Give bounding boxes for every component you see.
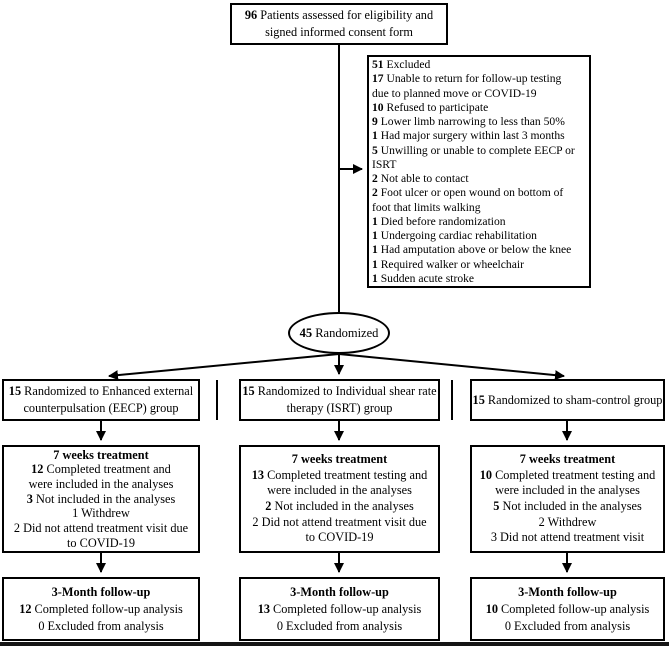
- text-line: 1 Required walker or wheelchair: [372, 257, 524, 271]
- text-line: counterpulsation (EECP) group: [23, 401, 179, 415]
- text-line: 2 Did not attend treatment visit due: [13, 521, 189, 536]
- text-line: 2 Not able to contact: [372, 172, 469, 185]
- text-line: 2 Withdrew: [538, 514, 597, 529]
- text-line: 0 Excluded from analysis: [504, 618, 631, 633]
- text-line: 5 Unwilling or unable to complete EECP o…: [372, 143, 575, 157]
- text-line: 2 Not included in the analyses: [265, 499, 414, 513]
- text-line: 10 Completed follow-up analysis: [485, 601, 650, 616]
- text-line: to COVID-19: [67, 535, 135, 550]
- text-line: therapy (ISRT) group: [286, 401, 393, 415]
- group-isrt-box: 15 Randomized to Individual shear rate th…: [239, 379, 440, 421]
- text-line: due to planned move or COVID-19: [372, 86, 537, 100]
- text-line: 3-Month follow-up: [518, 584, 617, 599]
- text-line: 3-Month follow-up: [290, 584, 389, 599]
- text-line: 1 Withdrew: [72, 506, 130, 521]
- text-line: 96 Patients assessed for eligibility and: [244, 7, 434, 22]
- text-line: 13 Completed treatment testing and: [251, 467, 428, 482]
- text-line: 45 Randomized: [299, 325, 379, 340]
- text-line: 3 Did not attend treatment visit: [490, 530, 645, 545]
- text-line: 2 Did not attend treatment visit due: [252, 514, 427, 529]
- followup-eecp-box: 3-Month follow-up 12 Completed follow-up …: [2, 577, 200, 641]
- text-line: 1 Had amputation above or below the knee: [372, 243, 572, 257]
- text-line: 7 weeks treatment: [291, 452, 388, 467]
- text-line: 0 Excluded from analysis: [38, 618, 164, 633]
- text-line: 51 Excluded: [372, 58, 431, 71]
- text-line: 10 Completed treatment testing and: [479, 467, 656, 482]
- branch-left-arrow: [108, 353, 340, 381]
- assessed-box: 96 Patients assessed for eligibility and…: [230, 3, 448, 45]
- text-line: 7 weeks treatment: [53, 447, 149, 462]
- text-line: were included in the analyses: [495, 483, 640, 498]
- text-line: 1 Died before randomization: [372, 214, 506, 228]
- text-line: 3-Month follow-up: [51, 584, 151, 599]
- text-line: 12 Completed follow-up analysis: [19, 601, 183, 616]
- text-line: 0 Excluded from analysis: [276, 618, 403, 633]
- randomized-ellipse: 45 Randomized: [288, 312, 390, 354]
- group-sham-box: 15 Randomized to sham-control group: [470, 379, 665, 421]
- text-line: 10 Refused to participate: [372, 100, 489, 114]
- text-line: signed informed consent form: [265, 25, 413, 39]
- text-line: 5 Not included in the analyses: [493, 499, 642, 513]
- text-line: 1 Had major surgery within last 3 months: [372, 129, 565, 143]
- text-line: to COVID-19: [305, 530, 374, 545]
- branch-right-arrow: [338, 353, 565, 381]
- text-line: 1 Sudden acute stroke: [372, 271, 475, 285]
- text-line: 7 weeks treatment: [519, 452, 616, 467]
- text-line: 15 Randomized to sham-control group: [472, 392, 663, 407]
- bottom-edge-bar: [0, 642, 669, 646]
- text-line: 15 Randomized to Individual shear rate: [242, 384, 437, 398]
- text-line: were included in the analyses: [267, 483, 412, 498]
- text-line: foot that limits walking: [372, 200, 481, 214]
- text-line: were included in the analyses: [28, 476, 174, 491]
- group-eecp-box: 15 Randomized to Enhanced external counte…: [2, 379, 200, 421]
- text-line: 9 Lower limb narrowing to less than 50%: [372, 115, 565, 128]
- text-line: 15 Randomized to Enhanced external: [8, 384, 194, 398]
- text-line: ISRT: [372, 157, 397, 171]
- text-line: 13 Completed follow-up analysis: [257, 601, 422, 616]
- text-line: 2 Foot ulcer or open wound on bottom of: [372, 186, 564, 200]
- followup-isrt-box: 3-Month follow-up 13 Completed follow-up …: [239, 577, 440, 641]
- text-line: 1 Undergoing cardiac rehabilitation: [372, 229, 537, 242]
- text-line: 3 Not included in the analyses: [26, 491, 176, 506]
- text-line: 17 Unable to return for follow-up testin…: [372, 72, 562, 86]
- text-line: 12 Completed treatment and: [31, 462, 171, 477]
- followup-sham-box: 3-Month follow-up 10 Completed follow-up …: [470, 577, 665, 641]
